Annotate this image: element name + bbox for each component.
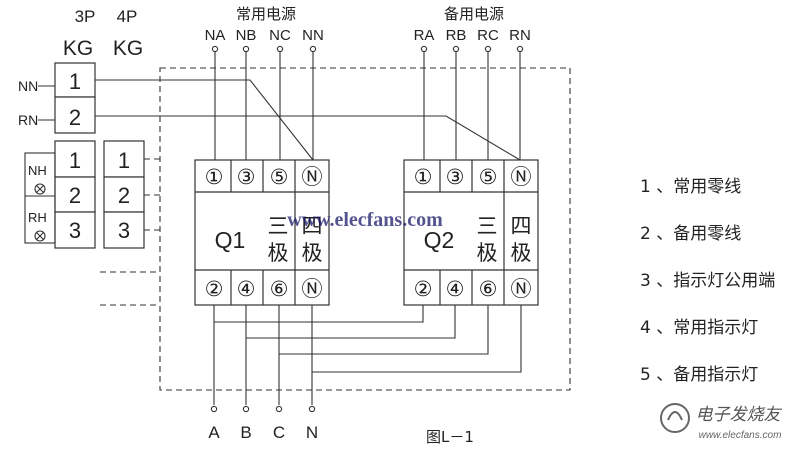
label-kg-3p: KG: [63, 37, 93, 60]
legend-item-3: 3 、指示灯公用端: [640, 271, 776, 291]
terminal-label-nc: NC: [269, 27, 291, 44]
output-label-n: N: [306, 423, 318, 442]
side-label-nn: NN: [18, 78, 38, 94]
figure-label: 图L－1: [426, 428, 474, 446]
kg-3p-1: 1: [69, 148, 81, 173]
q1-poles-unit: 极: [268, 241, 289, 265]
kg-3p-block: [54, 140, 96, 249]
neutral-wires: [38, 79, 521, 161]
q2-poles-count: 三: [477, 214, 498, 238]
logo-url: www.elecfans.com: [699, 430, 782, 441]
legend-item-5: 5 、备用指示灯: [640, 365, 759, 385]
output-label-a: A: [208, 423, 220, 442]
q1-top-term-5: ⑤: [270, 165, 289, 189]
label-3p: 3P: [75, 7, 96, 26]
q1-poles-count: 三: [268, 214, 289, 238]
q2-n-pole-unit: 极: [511, 241, 532, 265]
terminal-label-ra: RA: [414, 27, 435, 44]
q1-bot-term-4: ④: [237, 277, 256, 301]
q2-poles-unit: 极: [477, 241, 498, 265]
logo-icon: [660, 403, 690, 433]
legend-item-2: 2 、备用零线: [640, 224, 742, 244]
watermark-text: www.elecfans.com: [287, 209, 443, 231]
terminal-label-rc: RC: [477, 27, 499, 44]
kg-4p-2: 2: [118, 183, 130, 208]
side-label-nh: NH: [28, 163, 47, 178]
q2-top-term-5: ⑤: [479, 165, 498, 189]
legend-item-1: 1 、常用零线: [640, 177, 742, 197]
q2-top-terminals: ① ③ ⑤ Ⓝ: [414, 165, 532, 189]
label-4p: 4P: [117, 7, 138, 26]
legend-item-4: 4 、常用指示灯: [640, 318, 759, 338]
q2-top-term-n: Ⓝ: [511, 165, 532, 189]
q2-n-pole-count: 四: [511, 214, 532, 238]
terminal-label-na: NA: [205, 27, 226, 44]
q1-top-terminals: ① ③ ⑤ Ⓝ: [205, 165, 323, 189]
q1-name: Q1: [215, 227, 246, 253]
q2-name: Q2: [424, 227, 455, 253]
output-label-c: C: [273, 423, 285, 442]
kg-neutral-2: 2: [69, 105, 81, 130]
side-label-rh: RH: [28, 210, 47, 225]
q1-n-pole-count: 四: [302, 214, 323, 238]
output-labels: A B C N: [208, 423, 318, 442]
q1-top-term-3: ③: [237, 165, 256, 189]
terminal-label-nb: NB: [236, 27, 257, 44]
indicator-lamp-icon: [34, 183, 46, 242]
output-wires: [210, 305, 522, 413]
terminal-label-rb: RB: [446, 27, 467, 44]
kg-4p-block: [103, 140, 145, 249]
title-backup-power: 备用电源: [444, 5, 504, 23]
q1-top-term-1: ①: [205, 165, 224, 189]
kg-3p-3: 3: [69, 218, 81, 243]
q1-bot-term-n: Ⓝ: [302, 277, 323, 301]
kg-4p-3: 3: [118, 218, 130, 243]
indicator-lamp-frame: [24, 152, 56, 244]
kg-4p-1: 1: [118, 148, 130, 173]
q2-top-term-1: ①: [414, 165, 433, 189]
q2-breaker: [403, 159, 539, 306]
q2-bot-term-4: ④: [446, 277, 465, 301]
q1-bot-term-6: ⑥: [270, 277, 289, 301]
q2-bot-term-n: Ⓝ: [511, 277, 532, 301]
normal-terminal-labels: NA NB NC NN: [205, 27, 324, 44]
kg-neutral-block: [54, 62, 96, 134]
label-kg-4p: KG: [113, 37, 143, 60]
output-label-b: B: [240, 423, 251, 442]
elecfans-logo: 电子发烧友 www.elecfans.com: [660, 403, 783, 441]
enclosure-dashed-frame: [159, 67, 571, 391]
q2-bottom-terminals: ② ④ ⑥ Ⓝ: [414, 277, 532, 301]
q2-bot-term-2: ②: [414, 277, 433, 301]
side-label-rn: RN: [18, 112, 38, 128]
kg-3p-2: 2: [69, 183, 81, 208]
kg-neutral-1: 1: [69, 69, 81, 94]
q1-bottom-terminals: ② ④ ⑥ Ⓝ: [205, 277, 323, 301]
terminal-label-rn: RN: [509, 27, 531, 44]
backup-terminal-labels: RA RB RC RN: [414, 27, 531, 44]
terminal-label-nn: NN: [302, 27, 324, 44]
control-dashed-lines: [100, 158, 160, 306]
title-normal-power: 常用电源: [236, 5, 296, 23]
q2-top-term-3: ③: [446, 165, 465, 189]
input-wires: [211, 45, 524, 160]
q1-n-pole-unit: 极: [302, 241, 323, 265]
q1-bot-term-2: ②: [205, 277, 224, 301]
q1-top-term-n: Ⓝ: [302, 165, 323, 189]
q2-bot-term-6: ⑥: [479, 277, 498, 301]
logo-text: 电子发烧友: [696, 405, 783, 425]
q1-breaker: [194, 159, 330, 306]
